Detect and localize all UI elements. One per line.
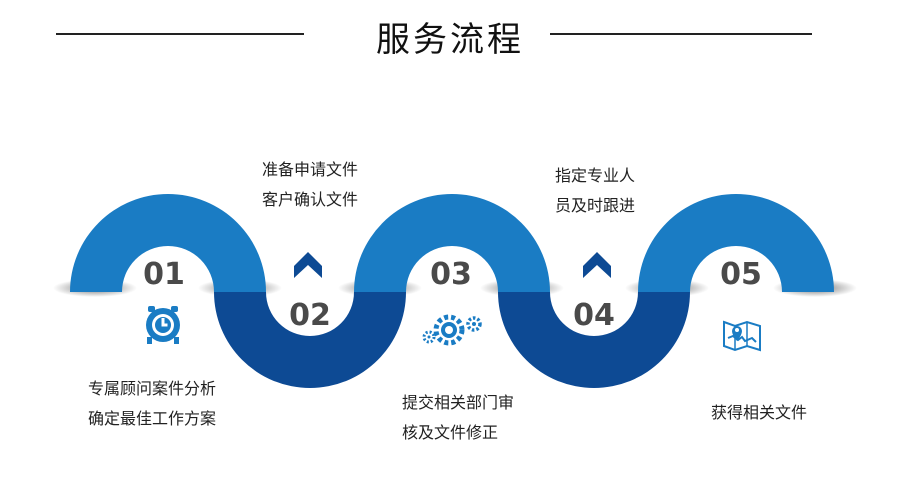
step-number-02: 02	[289, 298, 331, 333]
arc-step-02	[214, 292, 406, 388]
arc-step-05	[638, 194, 834, 292]
step-description-line: 核及文件修正	[402, 423, 499, 442]
title-line-right	[550, 33, 812, 35]
arc-step-03	[354, 194, 550, 292]
step-number-03: 03	[430, 257, 472, 292]
step-description-05: 获得相关文件	[711, 398, 807, 428]
chevron-up-icon	[294, 252, 322, 278]
chevron-up-icon	[583, 252, 611, 278]
step-description-02: 准备申请文件 客户确认文件	[262, 155, 358, 215]
step-description-line: 确定最佳工作方案	[88, 409, 217, 428]
map-pin-icon	[723, 320, 761, 352]
step-number-05: 05	[720, 257, 762, 292]
page-title: 服务流程	[376, 20, 524, 60]
arc-step-04	[498, 292, 690, 388]
step-description-line: 获得相关文件	[711, 403, 808, 422]
step-description-line: 提交相关部门审	[402, 393, 515, 412]
step-description-04: 指定专业人 员及时跟进	[555, 161, 635, 221]
step-description-03: 提交相关部门审 核及文件修正	[402, 388, 514, 448]
step-number-01: 01	[143, 257, 185, 292]
step-description-line: 客户确认文件	[262, 190, 359, 209]
step-description-line: 准备申请文件	[262, 160, 359, 179]
alarm-clock-icon	[146, 306, 180, 344]
step-number-04: 04	[573, 298, 615, 333]
step-description-line: 指定专业人	[555, 166, 636, 185]
step-description-line: 员及时跟进	[555, 196, 636, 215]
step-description-01: 专属顾问案件分析 确定最佳工作方案	[88, 374, 216, 434]
step-description-line: 专属顾问案件分析	[88, 379, 217, 398]
arc-step-01	[70, 194, 266, 292]
gears-icon	[422, 314, 482, 346]
title-line-left	[56, 33, 304, 35]
